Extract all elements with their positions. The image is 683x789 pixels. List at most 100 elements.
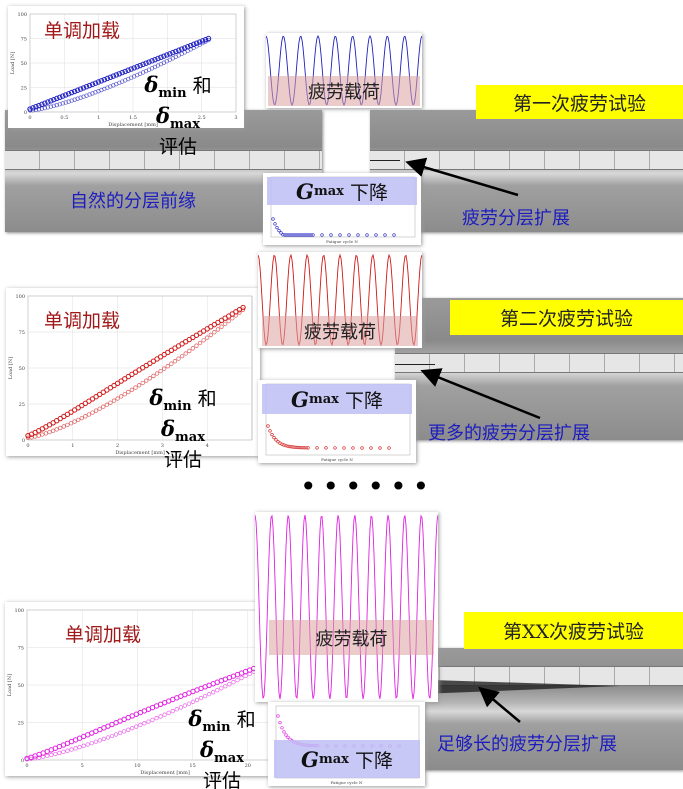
- unloading-marker: [97, 406, 102, 411]
- loading-marker: [80, 85, 87, 91]
- fatigue-load-sine-2: 疲劳载荷: [258, 252, 422, 348]
- and-text: 和: [236, 709, 256, 731]
- unloading-marker: [60, 101, 65, 106]
- unloading-marker: [36, 755, 42, 760]
- max-sub: max: [175, 429, 205, 445]
- g-sub: max: [308, 391, 339, 407]
- loading-marker: [176, 47, 182, 53]
- unloading-marker: [117, 730, 123, 736]
- gmax-marker: [275, 226, 279, 230]
- g-sub: max: [318, 751, 349, 767]
- unloading-marker: [47, 429, 52, 435]
- unloading-marker: [138, 722, 143, 728]
- unloading-marker: [151, 373, 156, 379]
- gmax-marker: [273, 222, 277, 226]
- loading-marker: [107, 74, 114, 81]
- gmax-marker: [279, 231, 283, 235]
- x-tick-label: 3: [234, 115, 237, 121]
- x-tick-label: 0: [26, 443, 29, 449]
- gmax-marker: [305, 233, 309, 237]
- gmax-marker: [280, 726, 284, 730]
- unloading-marker: [240, 307, 246, 312]
- unloading-marker: [63, 100, 68, 105]
- x-tick-label: 2.5: [198, 115, 206, 121]
- loading-marker: [164, 52, 170, 58]
- gmax-marker: [292, 445, 296, 449]
- sine-wave: [255, 514, 438, 700]
- monotonic-label-1: 单调加载: [44, 20, 121, 42]
- unloading-marker: [73, 746, 78, 751]
- unloading-marker: [201, 338, 206, 343]
- unloading-marker: [122, 729, 127, 734]
- x-tick-label: 3: [161, 443, 164, 449]
- loading-marker: [57, 94, 63, 101]
- gmax-marker: [284, 733, 288, 737]
- gmax-marker: [283, 233, 287, 237]
- evaluate-text: 评估: [202, 769, 241, 789]
- delta-max: δ: [161, 415, 176, 441]
- y-tick-label: 0: [24, 110, 27, 116]
- loading-marker: [65, 91, 72, 97]
- loading-marker: [98, 78, 105, 84]
- loading-marker: [54, 95, 60, 102]
- loading-marker: [86, 82, 93, 89]
- unloading-marker: [54, 102, 59, 108]
- unloading-marker: [65, 748, 70, 753]
- unloading-marker: [231, 680, 236, 685]
- min-sub: min: [158, 85, 187, 101]
- y-tick-label: 75: [19, 330, 25, 336]
- unloading-marker: [66, 99, 71, 104]
- g-sub: max: [313, 183, 344, 199]
- growth-label-3: 足够长的疲劳分层扩展: [437, 734, 617, 755]
- unloading-marker: [235, 677, 240, 683]
- x-axis-label: Displacement [mm]: [140, 770, 190, 776]
- unloading-marker: [54, 427, 59, 432]
- x-tick-label: 1.5: [129, 115, 137, 121]
- gmax-marker: [302, 446, 306, 450]
- loading-marker: [101, 76, 108, 83]
- unloading-marker: [154, 371, 160, 376]
- unloading-marker: [57, 750, 62, 756]
- loading-marker: [104, 75, 111, 82]
- unloading-marker: [104, 402, 109, 407]
- unloading-marker: [182, 703, 188, 708]
- unloading-marker: [122, 392, 127, 397]
- delta-max: δ: [200, 736, 215, 762]
- loading-marker: [179, 46, 185, 52]
- gmax-marker: [285, 233, 289, 237]
- y-tick-label: 0: [22, 438, 25, 444]
- unloading-marker: [134, 724, 139, 729]
- unloading-marker: [215, 688, 220, 693]
- unloading-marker: [187, 348, 192, 354]
- gmax-x-axis-label: Fatigue cycle N: [326, 239, 358, 244]
- gmax-marker: [392, 233, 396, 237]
- loading-marker: [48, 98, 54, 104]
- unloading-marker: [41, 754, 46, 759]
- gmax-marker: [294, 445, 298, 449]
- unloading-marker: [198, 695, 204, 701]
- y-tick-label: 25: [18, 721, 24, 727]
- loading-marker: [131, 65, 137, 71]
- x-tick-label: 20: [245, 763, 251, 769]
- loading-marker: [170, 49, 176, 56]
- gmax-marker: [333, 446, 337, 450]
- test-label-3: 第XX次疲劳试验: [464, 612, 683, 649]
- unloading-marker: [183, 351, 188, 356]
- unloading-marker: [79, 415, 84, 421]
- unloading-marker: [197, 340, 203, 346]
- loading-marker: [196, 39, 203, 45]
- unloading-marker: [237, 310, 242, 315]
- unloading-marker: [126, 727, 131, 732]
- gmax-marker: [301, 233, 305, 237]
- gmax-marker: [288, 444, 292, 449]
- unloading-marker: [142, 721, 147, 726]
- x-tick-label: 5: [81, 763, 84, 769]
- loading-marker: [149, 58, 155, 64]
- y-axis-label: Load [N]: [8, 357, 14, 379]
- loading-marker: [137, 62, 143, 69]
- gmax-marker: [329, 233, 333, 237]
- unloading-marker: [136, 383, 142, 388]
